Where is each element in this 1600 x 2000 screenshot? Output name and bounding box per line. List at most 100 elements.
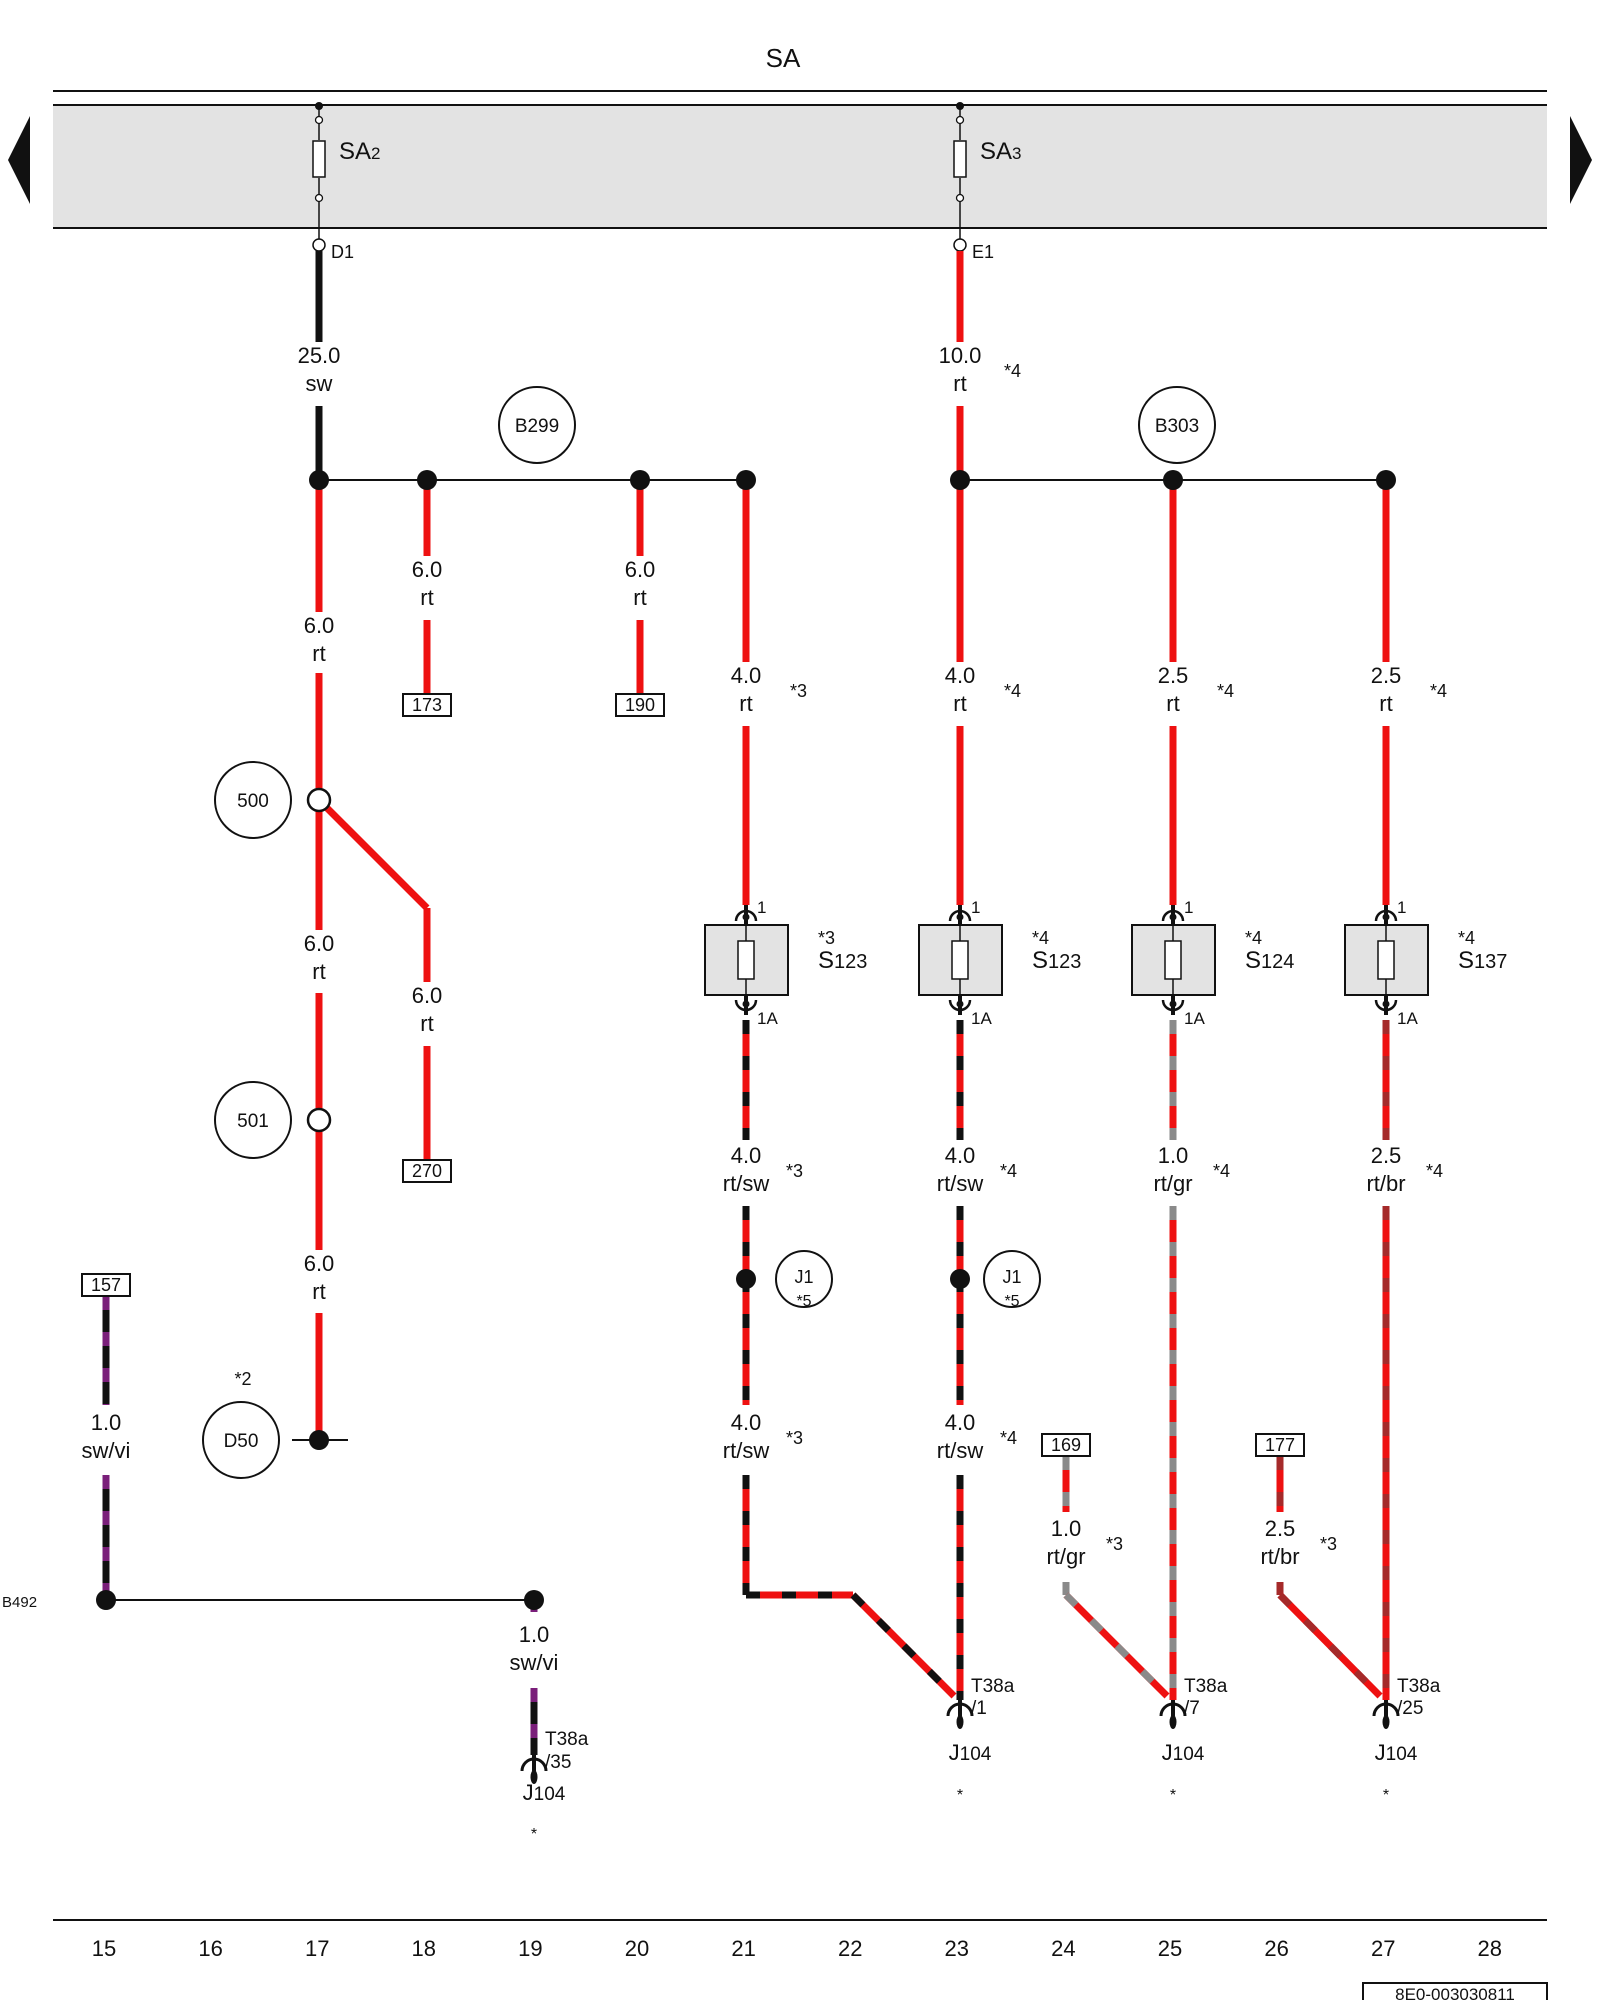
svg-text:6.0: 6.0: [304, 931, 335, 956]
svg-text:6.0: 6.0: [625, 557, 656, 582]
svg-text:4.0: 4.0: [731, 663, 762, 688]
track-number: 16: [198, 1936, 222, 1961]
ground-point-d50: [292, 1430, 348, 1450]
fuse-s137-note: *4: [1458, 928, 1475, 948]
junction-j1-b: J1: [1002, 1267, 1021, 1287]
svg-text:*3: *3: [786, 1428, 803, 1448]
c2-connector: T38a: [1184, 1676, 1228, 1697]
wire-label-w21: 2.5rt/br*3: [1260, 1516, 1337, 1569]
svg-text:2.5: 2.5: [1371, 663, 1402, 688]
wire-labels: 25.0sw 10.0rt*4 6.0rt 6.0rt 6.0rt 4.0rt*…: [82, 343, 1447, 1675]
ref-270: 270: [412, 1161, 442, 1181]
svg-text:2.5: 2.5: [1158, 663, 1189, 688]
wire-label-w20: 1.0rt/gr*3: [1046, 1516, 1123, 1569]
svg-text:sw/vi: sw/vi: [510, 1650, 559, 1675]
track-number: 23: [945, 1936, 969, 1961]
wire-label-w8: 2.5 rt *4: [1158, 663, 1234, 716]
svg-text:6.0: 6.0: [304, 613, 335, 638]
svg-text:10.0: 10.0: [939, 343, 982, 368]
reference-boxes: [81, 693, 1305, 1457]
connector-j104-pin1: [946, 1700, 974, 1729]
junction-b299: B299: [515, 416, 559, 437]
svg-text:1.0: 1.0: [1158, 1143, 1189, 1168]
svg-text:*4: *4: [1000, 1428, 1017, 1448]
svg-text:*4: *4: [1213, 1161, 1230, 1181]
page-prev-arrow-icon[interactable]: [8, 116, 30, 204]
svg-text:4.0: 4.0: [945, 1410, 976, 1435]
svg-text:rt: rt: [420, 1011, 433, 1036]
svg-text:rt/br: rt/br: [1366, 1171, 1405, 1196]
fuse-s124-pin-in: 1: [1184, 898, 1193, 917]
c4-unit: J104: [523, 1780, 566, 1805]
terminal-e1-label: E1: [972, 242, 994, 262]
fuse-s123-a-pin-out: 1A: [757, 1009, 778, 1028]
svg-text:sw: sw: [306, 371, 333, 396]
wire-177: [1277, 1592, 1383, 1699]
svg-text:rt: rt: [633, 585, 646, 610]
fuse-sa2-label: SA2: [339, 138, 380, 165]
svg-text:*3: *3: [786, 1161, 803, 1181]
svg-text:2.5: 2.5: [1371, 1143, 1402, 1168]
fuse-s137-pin-in: 1: [1397, 898, 1406, 917]
ref-177: 177: [1265, 1435, 1295, 1455]
wire-label-w7: 4.0rt*4: [945, 663, 1021, 716]
c2-unit: J104: [1162, 1740, 1205, 1765]
svg-text:rt: rt: [1379, 691, 1392, 716]
section-title: SA: [766, 43, 801, 73]
fuse-s123-a-note: *3: [818, 928, 835, 948]
svg-text:1.0: 1.0: [519, 1622, 550, 1647]
svg-text:*4: *4: [1430, 681, 1447, 701]
wire-label-w16: 2.5rt/br*4: [1366, 1143, 1443, 1196]
svg-text:4.0: 4.0: [731, 1143, 762, 1168]
ref-169: 169: [1051, 1435, 1081, 1455]
fuse-s124-label: S124: [1245, 947, 1294, 974]
svg-text:rt: rt: [420, 585, 433, 610]
wire-label-w6: 4.0 rt *3: [731, 663, 807, 716]
c1-unit: J104: [949, 1740, 992, 1765]
svg-text:rt/sw: rt/sw: [937, 1171, 984, 1196]
svg-text:6.0: 6.0: [412, 983, 443, 1008]
svg-text:4.0: 4.0: [731, 1410, 762, 1435]
splice-dots: [96, 470, 1396, 1610]
ground-d50-note: *2: [234, 1369, 251, 1389]
svg-text:rt: rt: [1166, 691, 1179, 716]
c2-note: *: [1170, 1787, 1176, 1804]
track-number: 27: [1371, 1936, 1395, 1961]
svg-text:sw/vi: sw/vi: [82, 1438, 131, 1463]
junction-b492: B492: [2, 1594, 37, 1611]
fuse-s137-pin-out: 1A: [1397, 1009, 1418, 1028]
wire-track21-out: [850, 1592, 957, 1699]
c3-connector: T38a: [1397, 1676, 1441, 1697]
wire-label-w1: 25.0 sw: [298, 343, 341, 396]
wire-label-w3: 6.0rt: [412, 557, 443, 610]
page-next-arrow-icon[interactable]: [1570, 116, 1592, 204]
svg-text:*3: *3: [790, 681, 807, 701]
fuse-s124-pin-out: 1A: [1184, 1009, 1205, 1028]
svg-text:rt/gr: rt/gr: [1153, 1171, 1192, 1196]
fuse-s124: [1131, 905, 1216, 1015]
wire-label-w22: 1.0 sw/vi: [510, 1622, 559, 1675]
svg-text:rt/br: rt/br: [1260, 1544, 1299, 1569]
doc-id-box: [1362, 1982, 1548, 2000]
c1-connector: T38a: [971, 1676, 1015, 1697]
fuse-sa3: [953, 102, 967, 252]
wire-500-branch: [316, 797, 430, 911]
c4-pin: /35: [545, 1752, 571, 1773]
connector-j104-pin35: [520, 1755, 548, 1784]
wire-label-w9: 2.5 rt *4: [1371, 663, 1447, 716]
svg-text:*4: *4: [1217, 681, 1234, 701]
track-number: 19: [518, 1936, 542, 1961]
track-number: 26: [1264, 1936, 1288, 1961]
svg-text:*4: *4: [1000, 1161, 1017, 1181]
svg-text:rt: rt: [739, 691, 752, 716]
track-number: 20: [625, 1936, 649, 1961]
svg-text:4.0: 4.0: [945, 1143, 976, 1168]
fuse-s123-a-pin-in: 1: [757, 898, 766, 917]
wire-169: [1063, 1592, 1170, 1699]
svg-text:25.0: 25.0: [298, 343, 341, 368]
track-number: 28: [1478, 1936, 1502, 1961]
c4-connector: T38a: [545, 1729, 589, 1750]
wire-label-w13: 4.0rt/sw*3: [723, 1143, 803, 1196]
